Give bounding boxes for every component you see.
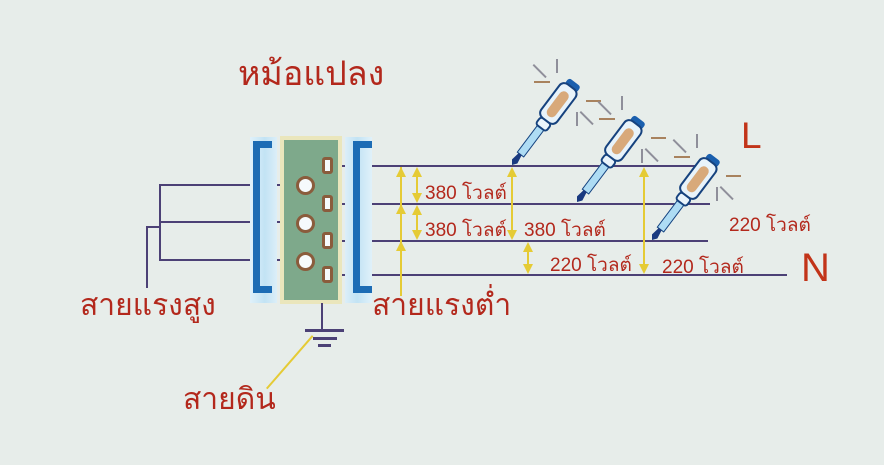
- spark-icon: [696, 134, 698, 148]
- spark-icon: [716, 187, 718, 201]
- neutral-letter-label: N: [801, 246, 830, 290]
- secondary-terminal-3: [322, 232, 333, 249]
- low-voltage-lines-label: สายแรงต่ำ: [372, 289, 512, 322]
- spark-icon: [556, 59, 558, 73]
- hv-label-leader-vertical: [146, 226, 148, 288]
- spark-icon: [597, 101, 612, 116]
- ground-bar-3: [318, 344, 331, 347]
- spark-icon: [534, 81, 550, 83]
- voltage-label-380-l2l3: 380 โวลต์: [425, 220, 507, 241]
- spark-icon: [644, 148, 659, 163]
- hv-wire-2: [160, 221, 300, 223]
- hv-bus-line: [159, 184, 161, 261]
- spark-icon: [651, 137, 666, 139]
- spark-icon: [672, 139, 687, 154]
- spark-icon: [641, 149, 643, 163]
- spark-icon: [674, 156, 690, 158]
- dimension-arrow-l2-l3: [412, 205, 422, 240]
- bracket-left-top-arm: [253, 141, 272, 148]
- primary-terminal-3: [296, 252, 315, 271]
- spark-icon: [532, 64, 547, 79]
- voltage-label-220-l1n: 220 โวลต์: [662, 257, 744, 278]
- wire-line2: [333, 203, 710, 205]
- ground-bar-2: [313, 337, 337, 340]
- transformer-title: หม้อแปลง: [238, 55, 385, 93]
- spark-icon: [726, 175, 741, 177]
- dimension-arrow-l3-neutral: [523, 242, 533, 274]
- primary-terminal-1: [296, 176, 315, 195]
- wire-line3: [333, 240, 708, 242]
- dimension-arrow-l1-l3: [507, 167, 517, 240]
- spark-icon: [719, 186, 734, 201]
- spark-icon: [579, 111, 594, 126]
- screwdriver-icon: [502, 75, 584, 173]
- ground-bar-1: [305, 329, 344, 332]
- ground-label-leader: [266, 335, 314, 390]
- phase-letter-label: L: [741, 115, 762, 156]
- voltage-label-220-l3n: 220 โวลต์: [550, 255, 632, 276]
- hv-wire-1: [160, 184, 300, 186]
- spark-icon: [576, 112, 578, 126]
- wire-neutral: [333, 274, 787, 276]
- screwdriver-icon: [567, 112, 649, 210]
- spark-icon: [599, 118, 615, 120]
- voltage-label-380-l1l3: 380 โวลต์: [524, 220, 606, 241]
- spark-icon: [586, 100, 601, 102]
- hv-wire-3: [160, 259, 300, 261]
- ground-stem: [321, 303, 323, 330]
- voltage-label-220-l2: 220 โวลต์: [729, 215, 811, 236]
- hv-label-leader-horizontal: [146, 226, 161, 228]
- bracket-left-icon: [253, 141, 260, 293]
- voltage-label-380-l1l2: 380 โวลต์: [425, 183, 507, 204]
- bracket-left-bottom-arm: [253, 286, 272, 293]
- ground-wire-label: สายดิน: [183, 383, 276, 416]
- high-voltage-lines-label: สายแรงสูง: [80, 289, 216, 322]
- bracket-right-icon: [353, 141, 360, 293]
- spark-icon: [621, 96, 623, 110]
- secondary-terminal-1: [322, 157, 333, 174]
- low-voltage-leader-arrows: [396, 167, 406, 296]
- dimension-arrow-l1-l2: [412, 167, 422, 203]
- wire-line1: [333, 165, 697, 167]
- primary-terminal-2: [296, 214, 315, 233]
- bracket-right-bottom-arm: [353, 286, 372, 293]
- dimension-arrow-l1-neutral: [639, 167, 649, 274]
- bracket-right-top-arm: [353, 141, 372, 148]
- secondary-terminal-4: [322, 266, 333, 283]
- secondary-terminal-2: [322, 195, 333, 212]
